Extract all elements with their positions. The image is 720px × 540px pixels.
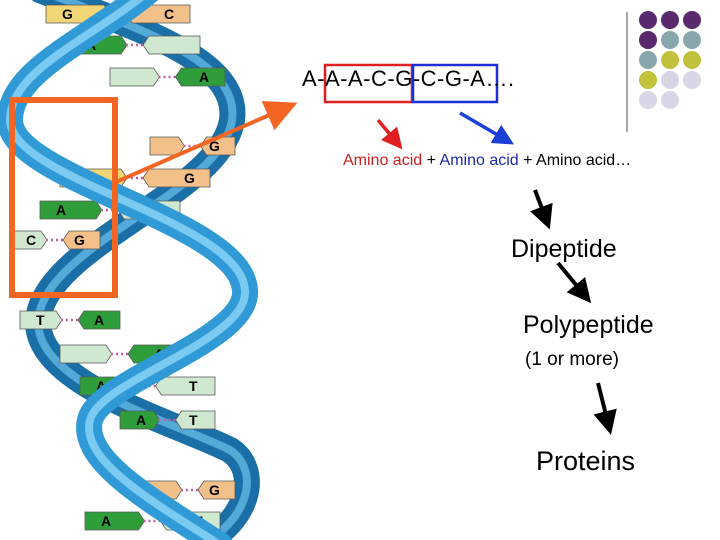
base-left	[149, 136, 185, 156]
decor-dot	[661, 31, 679, 49]
base-letter-left: A	[56, 202, 66, 218]
base-letter-left: T	[36, 312, 45, 328]
base-right	[155, 376, 216, 396]
arrow-to-proteins	[593, 382, 617, 435]
decor-dot	[661, 51, 679, 69]
polypeptide-note: (1 or more)	[525, 349, 619, 370]
decor-dot	[639, 11, 657, 29]
base-pair: A	[109, 67, 226, 87]
base-letter-right: G	[209, 138, 220, 154]
decor-dot	[661, 91, 679, 109]
red-arrow	[376, 118, 403, 150]
decor-dot	[683, 11, 701, 29]
base-right	[197, 480, 236, 500]
base-letter-right: G	[209, 482, 220, 498]
amino-acid-3: Amino acid…	[536, 152, 632, 169]
arrow-to-dipeptide	[530, 189, 553, 230]
base-letter-right: A	[94, 312, 104, 328]
base-letter-right: C	[164, 6, 174, 22]
decor-dot	[639, 71, 657, 89]
base-letter-left: A	[96, 378, 106, 394]
base-pair: G	[149, 136, 236, 156]
base-letter-right: G	[74, 232, 85, 248]
decor-dot	[639, 91, 657, 109]
decor-dot	[639, 31, 657, 49]
decorative-dot-grid	[639, 11, 701, 109]
blue-arrow	[459, 111, 515, 145]
base-left	[59, 344, 113, 364]
base-letter-right: A	[199, 69, 209, 85]
base-right	[62, 230, 101, 250]
decor-dot	[661, 71, 679, 89]
dna-sequence-text: A-A-A-C-G-C-G-A….	[302, 66, 515, 91]
amino-acid-2: Amino acid	[439, 152, 519, 169]
orange-pointer-arrow	[115, 100, 298, 184]
base-letter-right: T	[189, 412, 198, 428]
base-letter-right: T	[189, 378, 198, 394]
base-right	[142, 168, 211, 188]
plus-2: +	[518, 152, 537, 169]
base-right	[142, 35, 201, 55]
dna-highlight-box	[9, 97, 118, 298]
plus-1: +	[422, 152, 440, 169]
base-letter-left: A	[136, 412, 146, 428]
amino-acid-1: Amino acid	[343, 152, 423, 169]
base-left	[109, 67, 160, 87]
base-left	[84, 511, 145, 531]
base-letter-left: A	[101, 513, 111, 529]
base-letter-right: G	[184, 170, 195, 186]
base-left	[39, 200, 103, 220]
base-left	[119, 410, 160, 430]
base-right	[175, 410, 216, 430]
base-right	[175, 67, 226, 87]
base-right	[77, 310, 121, 330]
base-letter-left: G	[62, 6, 73, 22]
amino-acid-line: Amino acid + Amino acid + Amino acid…	[343, 152, 631, 170]
decor-dot	[661, 11, 679, 29]
dipeptide-label: Dipeptide	[511, 235, 617, 263]
dna-backbone-front-highlight	[5, 0, 249, 540]
codon-box-blue	[411, 63, 499, 104]
decor-dot	[639, 51, 657, 69]
proteins-label: Proteins	[536, 446, 636, 476]
decor-dot	[683, 51, 701, 69]
base-left	[19, 310, 63, 330]
decor-dot	[683, 71, 701, 89]
base-letter-left: C	[26, 232, 36, 248]
decor-dot	[683, 31, 701, 49]
polypeptide-label: Polypeptide	[523, 311, 654, 339]
arrow-to-polypeptide	[556, 261, 592, 304]
